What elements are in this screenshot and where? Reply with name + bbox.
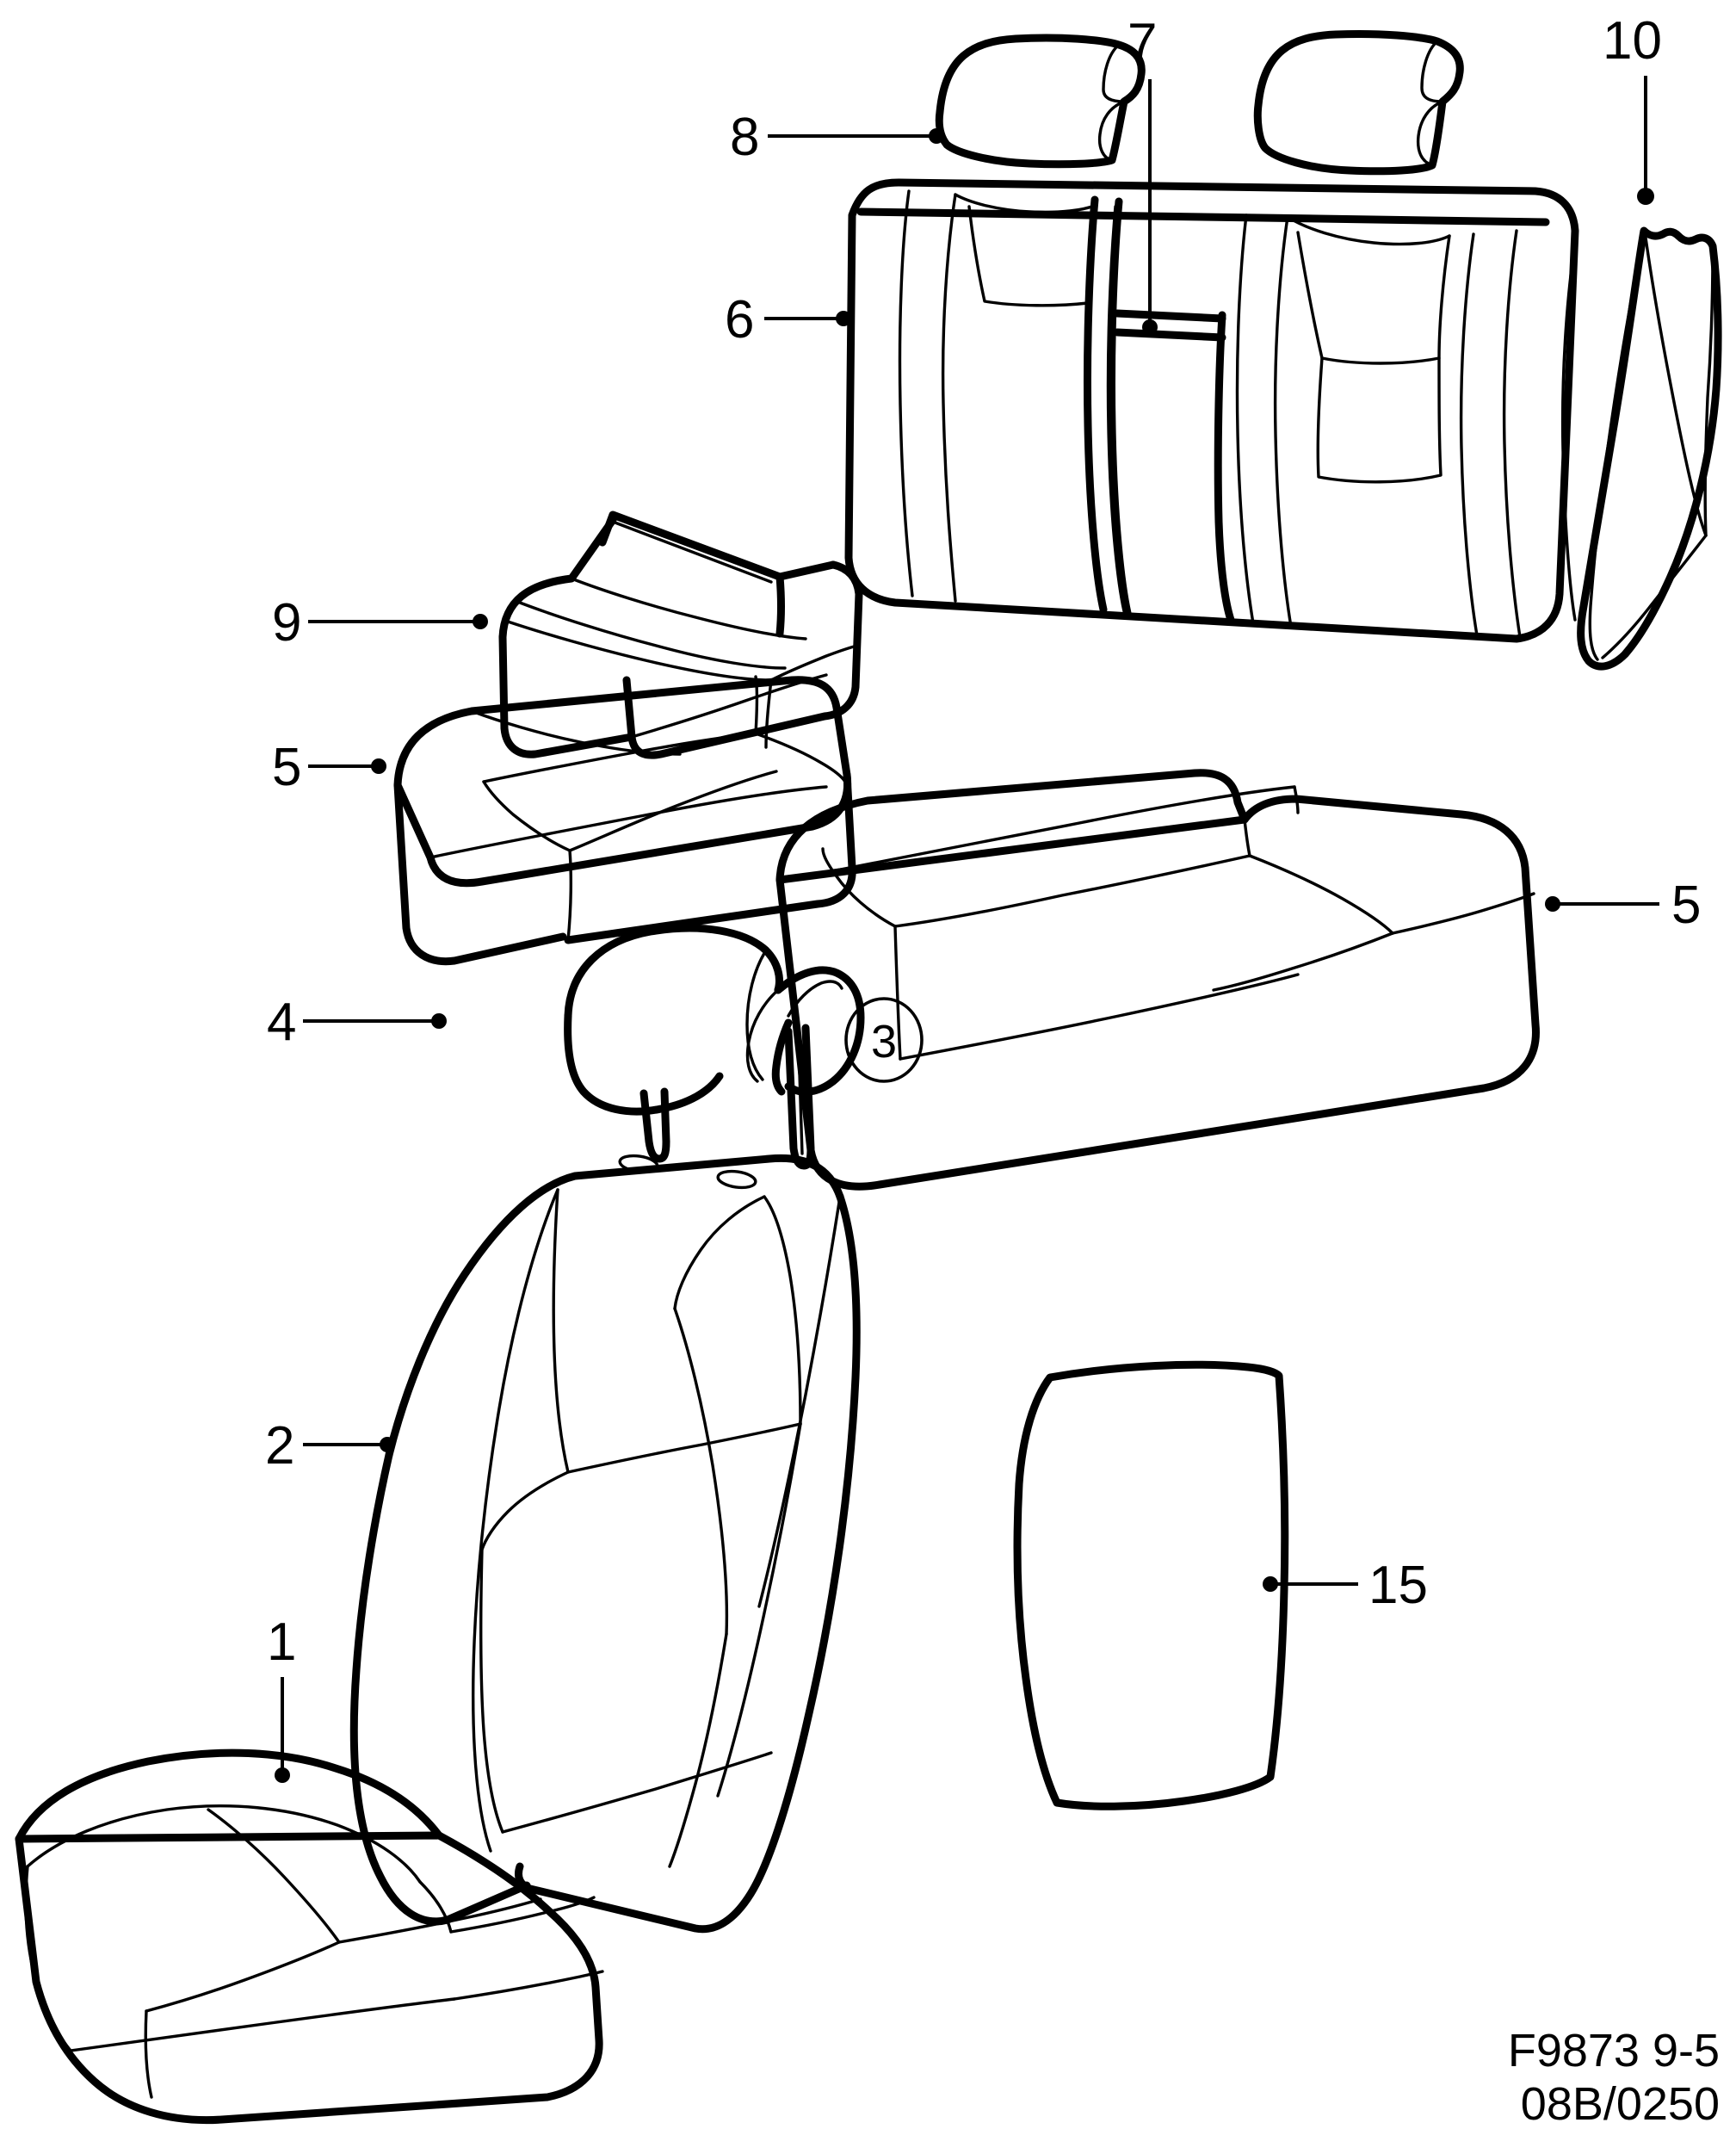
callout-label-2: 2 <box>265 1416 294 1476</box>
reference-marker-3 <box>844 997 924 1083</box>
part-rear-centre-armrest <box>498 511 863 759</box>
callout-1: 1 <box>267 1612 296 1783</box>
callout-8: 8 <box>730 108 944 167</box>
part-rear-cushion-right <box>775 769 1540 1191</box>
part-rear-side-bolster <box>1577 226 1722 671</box>
callout-label-8: 8 <box>730 108 759 167</box>
callout-label-1: 1 <box>267 1612 296 1672</box>
part-rear-headrest-right <box>1253 29 1464 176</box>
part-front-cushion <box>15 1748 604 2125</box>
callout-4: 4 <box>267 993 447 1052</box>
callout-6: 6 <box>725 290 851 350</box>
callout-label-5-right: 5 <box>1671 876 1701 935</box>
callout-2: 2 <box>265 1416 395 1476</box>
caption-line-2: 08B/0250 <box>1521 2078 1720 2129</box>
part-front-headrest <box>564 924 865 1170</box>
callout-label-6: 6 <box>725 290 754 350</box>
part-rear-headrest-left <box>935 34 1146 169</box>
part-front-backrest <box>349 1154 861 1934</box>
callout-3: 3 <box>871 1016 897 1068</box>
caption-block: F9873 9-5 08B/0250 <box>1508 2025 1720 2129</box>
callout-5-right: 5 <box>1545 876 1701 935</box>
callout-10: 10 <box>1603 11 1662 205</box>
callout-label-10: 10 <box>1603 11 1662 71</box>
callout-label-3: 3 <box>871 1016 897 1068</box>
callout-label-7: 7 <box>1127 13 1157 72</box>
part-rear-backrest-assembly <box>844 178 1579 643</box>
callout-label-5-left: 5 <box>272 738 301 797</box>
callout-label-4: 4 <box>267 993 296 1052</box>
callout-label-9: 9 <box>272 593 301 653</box>
callout-label-15: 15 <box>1368 1556 1428 1615</box>
callout-9: 9 <box>272 593 488 653</box>
callout-5-left: 5 <box>272 738 386 797</box>
part-backrest-rear-panel <box>1013 1360 1289 1810</box>
caption-line-1: F9873 9-5 <box>1508 2025 1720 2076</box>
callout-7: 7 <box>1127 13 1158 335</box>
callout-15: 15 <box>1263 1556 1428 1615</box>
